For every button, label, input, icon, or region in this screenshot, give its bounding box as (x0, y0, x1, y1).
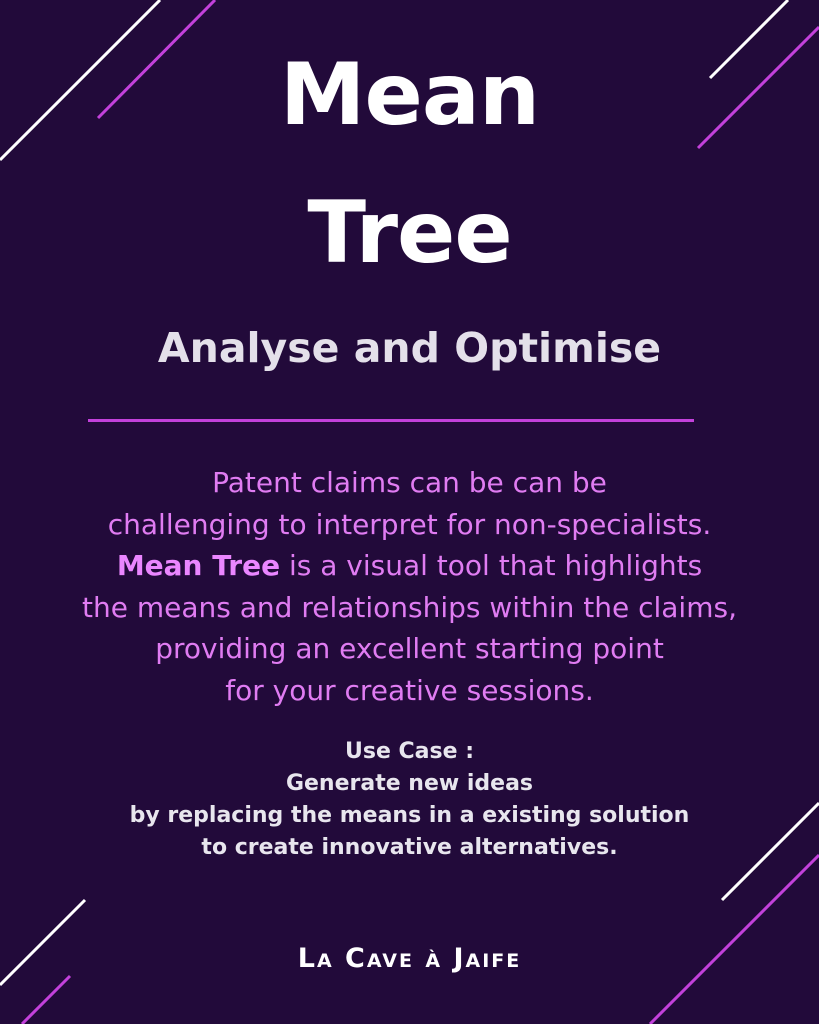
deco-line-bottom-left-pink (20, 974, 72, 1024)
description-line-4: the means and relationships within the c… (82, 590, 737, 624)
deco-line-bottom-right-pink (648, 853, 819, 1024)
page-subtitle: Analyse and Optimise (157, 324, 662, 372)
deco-line-top-right-pink (696, 25, 819, 150)
brand-name: La Cave à Jaife (297, 943, 522, 974)
description-line-3: Mean Tree is a visual tool that highligh… (0, 545, 819, 587)
use-case-heading: Use Case : (344, 739, 474, 764)
deco-line-top-left-white (0, 0, 162, 162)
description: Patent claims can be can be challenging … (0, 462, 819, 711)
page-title-line-2: Tree (307, 183, 512, 283)
page-title-line-1: Mean (279, 45, 540, 145)
deco-line-bottom-left-white (0, 898, 87, 987)
description-line-5: providing an excellent starting point (155, 632, 664, 665)
deco-line-top-left-pink (96, 0, 217, 120)
deco-line-top-right-white (708, 0, 790, 80)
use-case-line-3: to create innovative alternatives. (201, 835, 618, 860)
use-case-line-2: by replacing the means in a existing sol… (129, 803, 690, 828)
description-highlight: Mean Tree (116, 549, 281, 582)
divider (88, 419, 694, 422)
use-case: Use Case : Generate new ideas by replaci… (0, 736, 819, 864)
description-line-6: for your creative sessions. (225, 673, 594, 707)
description-line-2: challenging to interpret for non-special… (107, 507, 712, 541)
deco-line-bottom-right-white (720, 801, 819, 902)
use-case-line-1: Generate new ideas (285, 771, 534, 796)
description-line-1: Patent claims can be can be (212, 466, 607, 499)
description-line-3-rest: is a visual tool that highlights (280, 549, 703, 582)
